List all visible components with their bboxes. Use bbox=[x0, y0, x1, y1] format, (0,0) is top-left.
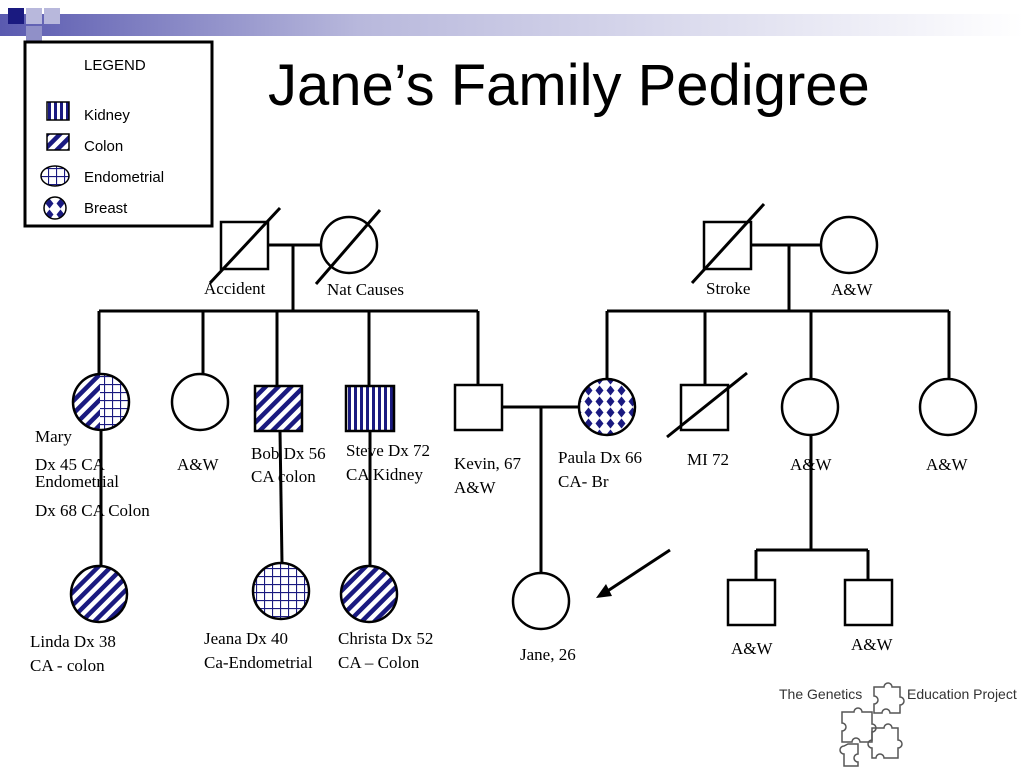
grandmother-paternal bbox=[314, 209, 382, 285]
label-linda-1: Linda Dx 38 bbox=[30, 632, 116, 651]
paula-symbol bbox=[577, 377, 637, 437]
label-kevin-1: Kevin, 67 bbox=[454, 454, 522, 473]
bob-symbol bbox=[253, 384, 304, 433]
label-mary-dx1: Dx 45 CA bbox=[35, 455, 106, 474]
grandfather-paternal bbox=[208, 206, 282, 285]
legend-heading: LEGEND bbox=[84, 57, 146, 74]
label-jeana-2: Ca-Endometrial bbox=[204, 653, 313, 672]
page-title: Jane’s Family Pedigree bbox=[268, 53, 870, 118]
label-stroke: Stroke bbox=[706, 279, 750, 298]
grandfather-maternal bbox=[690, 202, 766, 285]
aunt-left-symbol bbox=[170, 372, 230, 432]
cousin1-symbol bbox=[726, 578, 777, 627]
legend-kidney-swatch bbox=[46, 101, 70, 121]
label-r-aunt2-aw: A&W bbox=[926, 455, 969, 474]
label-paula-2: CA- Br bbox=[558, 472, 609, 491]
logo-text-left: The Genetics bbox=[779, 686, 862, 702]
label-aunt-aw: A&W bbox=[177, 455, 220, 474]
linda-symbol bbox=[69, 564, 129, 624]
label-steve-1: Steve Dx 72 bbox=[346, 441, 430, 460]
genetics-education-project-logo: The Genetics Education Project bbox=[779, 682, 1017, 767]
label-jane: Jane, 26 bbox=[520, 645, 576, 664]
label-linda-2: CA - colon bbox=[30, 656, 105, 675]
uncle-mi-symbol bbox=[666, 371, 748, 439]
legend-breast: Breast bbox=[84, 200, 128, 217]
kevin-symbol bbox=[453, 383, 504, 432]
mary-symbol bbox=[71, 372, 131, 432]
label-bob-1: Bob Dx 56 bbox=[251, 444, 326, 463]
jeana-symbol bbox=[251, 561, 311, 621]
label-mary-name: Mary bbox=[35, 427, 72, 446]
label-mary-dx1b: Endometrial bbox=[35, 472, 119, 491]
logo-text-right: Education Project bbox=[907, 686, 1017, 702]
label-christa-1: Christa Dx 52 bbox=[338, 629, 433, 648]
label-gp-right-aw: A&W bbox=[831, 280, 874, 299]
legend: LEGEND Kidney Colon Endometrial Breast bbox=[23, 40, 214, 228]
jane-symbol bbox=[511, 571, 571, 631]
legend-kidney: Kidney bbox=[84, 107, 130, 124]
header-decoration bbox=[0, 8, 1024, 56]
grandmother-maternal bbox=[819, 215, 879, 275]
puzzle-icon bbox=[839, 682, 905, 767]
label-steve-2: CA Kidney bbox=[346, 465, 423, 484]
label-paula-1: Paula Dx 66 bbox=[558, 448, 642, 467]
cousin2-symbol bbox=[843, 578, 894, 627]
person-labels: Accident Nat Causes Stroke A&W Mary Dx 4… bbox=[30, 279, 969, 675]
label-cousin2-aw: A&W bbox=[851, 635, 894, 654]
aunt-right1-symbol bbox=[780, 377, 840, 437]
aunt-right2-symbol bbox=[918, 377, 978, 437]
label-christa-2: CA – Colon bbox=[338, 653, 420, 672]
pedigree-lines bbox=[97, 243, 951, 580]
christa-symbol bbox=[339, 564, 399, 624]
label-mi: MI 72 bbox=[687, 450, 729, 469]
label-accident: Accident bbox=[204, 279, 266, 298]
legend-endometrial-swatch bbox=[40, 165, 70, 187]
label-jeana-1: Jeana Dx 40 bbox=[204, 629, 288, 648]
legend-breast-swatch bbox=[43, 196, 67, 220]
legend-colon: Colon bbox=[84, 138, 123, 155]
steve-symbol bbox=[344, 384, 396, 433]
legend-colon-swatch bbox=[46, 133, 70, 151]
label-mary-dx2: Dx 68 CA Colon bbox=[35, 501, 150, 520]
label-r-aunt1-aw: A&W bbox=[790, 455, 833, 474]
label-nat-causes: Nat Causes bbox=[327, 280, 404, 299]
label-cousin1-aw: A&W bbox=[731, 639, 774, 658]
label-kevin-2: A&W bbox=[454, 478, 497, 497]
proband-arrow bbox=[596, 548, 671, 598]
label-bob-2: CA colon bbox=[251, 467, 316, 486]
legend-endometrial: Endometrial bbox=[84, 169, 164, 186]
